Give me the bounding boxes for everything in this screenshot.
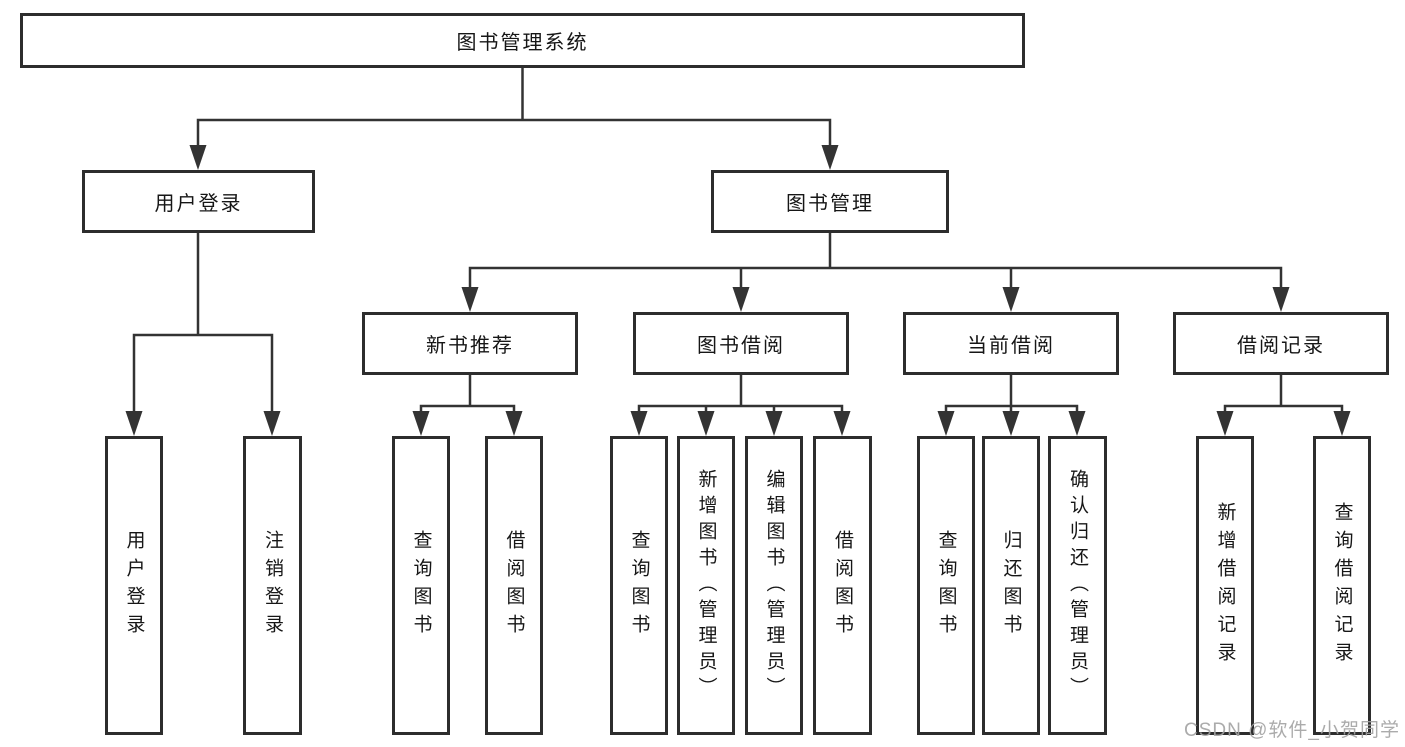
node-user-login: 用户登录 xyxy=(82,170,315,233)
arrowhead xyxy=(1002,287,1020,312)
connector-currentborrow-to-leaves xyxy=(944,374,1079,413)
node-label: 查询图书 xyxy=(628,529,650,642)
node-label: 借阅记录 xyxy=(1237,335,1325,357)
node-new-book-recommend: 新书推荐 xyxy=(362,312,578,375)
node-leaf-add-books-admin: 新增图书（管理员） xyxy=(677,436,735,735)
node-label: 图书管理系统 xyxy=(456,32,589,54)
arrowhead xyxy=(1068,411,1086,436)
arrowhead xyxy=(125,411,143,436)
node-leaf-query-books-1: 查询图书 xyxy=(392,436,450,735)
arrowhead xyxy=(697,411,715,436)
node-leaf-query-books-2: 查询图书 xyxy=(610,436,668,735)
arrowhead xyxy=(189,145,207,170)
node-label: 查询借阅记录 xyxy=(1331,501,1353,670)
node-book-borrowing: 图书借阅 xyxy=(633,312,849,375)
node-label: 图书管理 xyxy=(786,193,874,215)
arrowhead xyxy=(937,411,955,436)
node-leaf-query-borrow-record: 查询借阅记录 xyxy=(1313,436,1371,735)
arrowhead xyxy=(833,411,851,436)
node-label: 新增图书（管理员） xyxy=(695,468,717,703)
node-label: 确认归还（管理员） xyxy=(1067,468,1088,703)
arrowhead xyxy=(821,145,839,170)
node-leaf-return-books: 归还图书 xyxy=(982,436,1040,735)
arrowhead xyxy=(630,411,648,436)
node-label: 归还图书 xyxy=(1000,529,1022,642)
connector-lines xyxy=(132,68,1344,413)
node-label: 借阅图书 xyxy=(832,529,853,642)
arrowhead xyxy=(1333,411,1351,436)
node-label: 当前借阅 xyxy=(967,335,1055,357)
connector-borrowrecords-to-leaves xyxy=(1223,374,1344,413)
node-label: 新增借阅记录 xyxy=(1214,501,1236,670)
connector-newbooks-to-leaves xyxy=(419,374,516,413)
arrowhead xyxy=(1272,287,1290,312)
arrowhead xyxy=(461,287,479,312)
node-label: 查询图书 xyxy=(410,529,432,642)
node-library-system: 图书管理系统 xyxy=(20,13,1025,68)
node-leaf-user-login: 用户登录 xyxy=(105,436,163,735)
node-leaf-borrow-books-2: 借阅图书 xyxy=(813,436,872,735)
node-leaf-edit-books-admin: 编辑图书（管理员） xyxy=(745,436,803,735)
node-leaf-logout: 注销登录 xyxy=(243,436,302,735)
node-leaf-add-borrow-record: 新增借阅记录 xyxy=(1196,436,1254,735)
connector-bookmgmt-to-level3 xyxy=(468,232,1283,288)
arrowhead xyxy=(505,411,523,436)
arrowhead xyxy=(1216,411,1234,436)
node-book-management: 图书管理 xyxy=(711,170,949,233)
node-label: 编辑图书（管理员） xyxy=(763,468,785,703)
arrowhead xyxy=(412,411,430,436)
node-label: 图书借阅 xyxy=(697,335,785,357)
connector-bookborrow-to-leaves xyxy=(637,374,844,413)
node-label: 新书推荐 xyxy=(426,335,514,357)
node-label: 用户登录 xyxy=(123,529,145,642)
node-label: 借阅图书 xyxy=(503,529,525,642)
connector-userlogin-to-leaves xyxy=(132,232,274,413)
node-label: 查询图书 xyxy=(935,529,957,642)
node-leaf-confirm-return-admin: 确认归还（管理员） xyxy=(1048,436,1107,735)
connector-root-to-level2 xyxy=(196,68,832,147)
node-borrowing-records: 借阅记录 xyxy=(1173,312,1389,375)
arrowhead xyxy=(732,287,750,312)
arrowhead xyxy=(1002,411,1020,436)
node-label: 注销登录 xyxy=(262,529,283,642)
node-label: 用户登录 xyxy=(154,193,243,215)
csdn-watermark: CSDN @软件_小贺同学 xyxy=(1184,720,1400,741)
node-current-borrowing: 当前借阅 xyxy=(903,312,1119,375)
arrowheads xyxy=(125,145,1351,436)
arrowhead xyxy=(263,411,281,436)
arrowhead xyxy=(765,411,783,436)
node-leaf-query-books-3: 查询图书 xyxy=(917,436,975,735)
node-leaf-borrow-books-1: 借阅图书 xyxy=(485,436,543,735)
